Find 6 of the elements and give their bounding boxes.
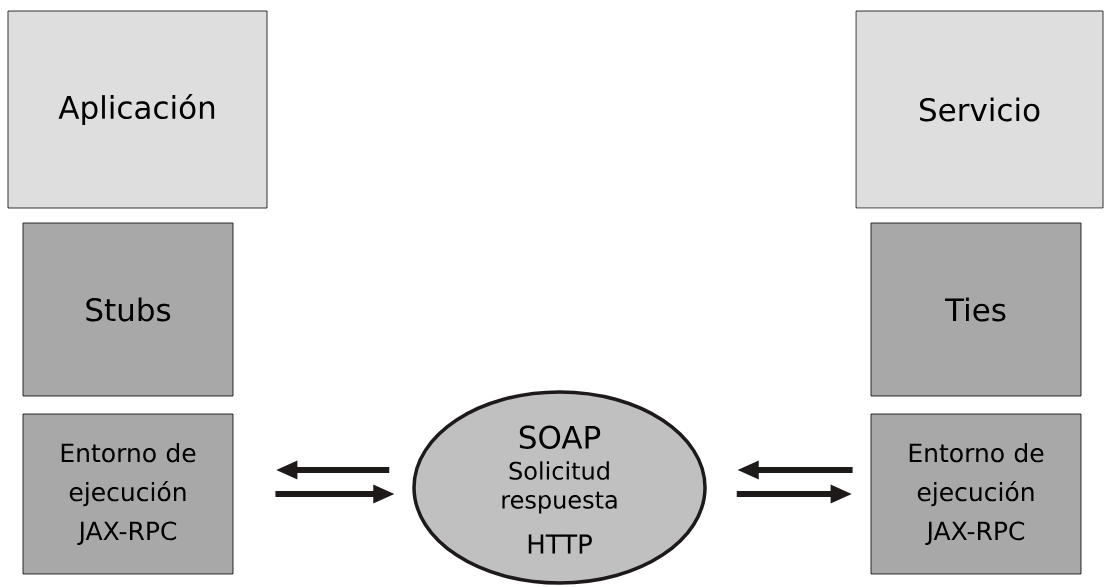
layer-box: Stubs: [22, 222, 234, 397]
layer-box: Ties: [870, 222, 1082, 397]
runtime-box: Entorno de ejecución JAX-RPC: [870, 413, 1082, 575]
runtime-box: Entorno de ejecución JAX-RPC: [22, 413, 234, 575]
application-box: Servicio: [855, 10, 1104, 209]
application-box: Aplicación: [7, 10, 268, 209]
